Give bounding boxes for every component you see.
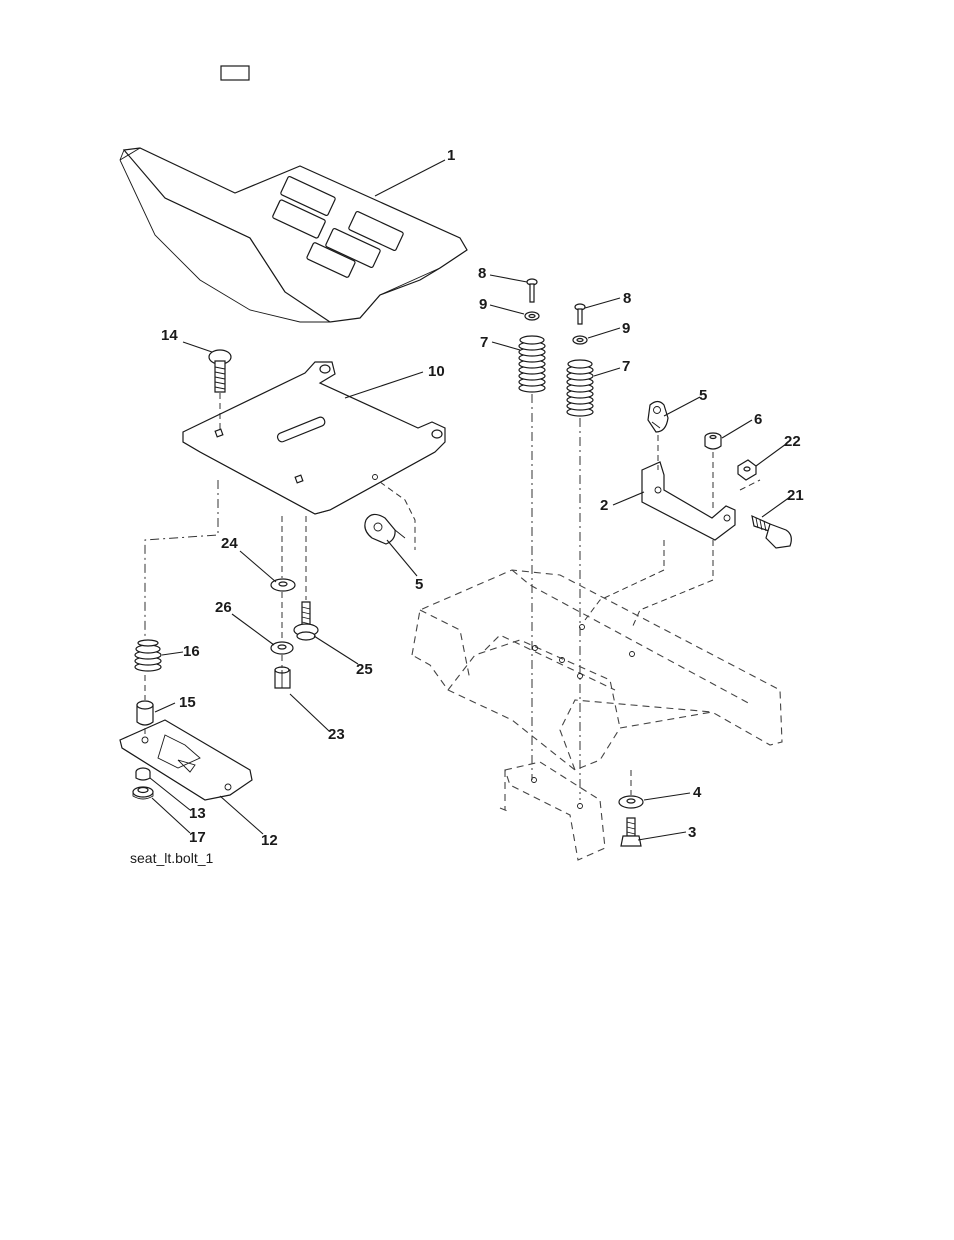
label-8-right: 8 [623, 290, 631, 307]
label-5-left: 5 [415, 576, 423, 593]
clip-left-part [364, 513, 406, 545]
washer-4-part [618, 795, 644, 809]
label-7-right: 7 [622, 358, 630, 375]
label-12: 12 [261, 832, 278, 849]
bolt-8-left-part [526, 278, 538, 303]
carriage-bolt-part [208, 349, 232, 393]
label-7-left: 7 [480, 334, 488, 351]
label-1: 1 [447, 147, 455, 164]
washer-26-part [270, 641, 294, 655]
label-24: 24 [221, 535, 238, 552]
label-26: 26 [215, 599, 232, 616]
plate-12-part [119, 719, 253, 801]
nut-17-part [132, 786, 154, 800]
label-15: 15 [179, 694, 196, 711]
label-4: 4 [693, 784, 702, 801]
label-5-right: 5 [699, 387, 707, 404]
label-8-left: 8 [478, 265, 486, 282]
seat-pan-part [182, 361, 446, 515]
spacer-15-part [136, 700, 154, 726]
label-14: 14 [161, 327, 178, 344]
nut-22-part [737, 459, 757, 481]
diagram-caption: seat_lt.bolt_1 [130, 850, 213, 866]
spring-7-right-part [566, 359, 594, 417]
label-17: 17 [189, 829, 206, 846]
bolt-23-part [274, 666, 291, 689]
bracket-2-part [641, 461, 736, 541]
label-3: 3 [688, 824, 696, 841]
bolt-8-right-part [574, 303, 586, 325]
label-22: 22 [784, 433, 801, 450]
callout-labels: 1 2 3 4 5 5 6 7 7 8 8 9 9 10 12 13 14 15… [161, 147, 804, 849]
bolt-21-part [751, 514, 792, 549]
washer-24-part [270, 578, 296, 592]
nut-6-part [704, 432, 722, 450]
label-23: 23 [328, 726, 345, 743]
nut-13-part [135, 767, 151, 781]
label-10: 10 [428, 363, 445, 380]
label-9-left: 9 [479, 296, 487, 313]
clip-right-part [647, 400, 669, 433]
label-6: 6 [754, 411, 762, 428]
bolt-25-part [293, 601, 319, 641]
tractor-frame-outline [411, 569, 783, 861]
leader-lines [149, 159, 791, 841]
label-9-right: 9 [622, 320, 630, 337]
header-box [220, 65, 250, 81]
label-13: 13 [189, 805, 206, 822]
label-2: 2 [600, 497, 608, 514]
label-25: 25 [356, 661, 373, 678]
spring-16-part [134, 639, 162, 672]
label-21: 21 [787, 487, 804, 504]
bolt-3-part [620, 817, 642, 847]
label-16: 16 [183, 643, 200, 660]
seat-part [119, 147, 468, 323]
washer-9-right-part [572, 335, 588, 345]
washer-9-left-part [524, 311, 540, 321]
spring-7-left-part [518, 335, 546, 393]
